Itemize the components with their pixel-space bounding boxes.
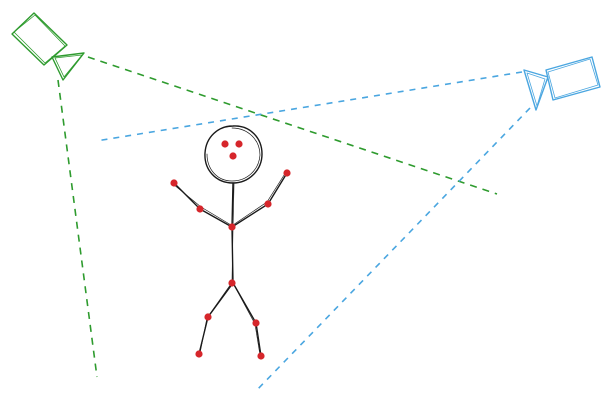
marker-eye-right (235, 140, 243, 148)
marker-left-foot (195, 350, 203, 358)
camera-left-icon (11, 12, 85, 81)
marker-right-knee (252, 319, 260, 327)
camera-right-fov-upper-ray (95, 71, 523, 142)
camera-left-fov-upper-ray (87, 56, 498, 195)
marker-left-knee (204, 313, 212, 321)
camera-right-fov-lower-ray (254, 107, 531, 393)
marker-right-foot (257, 352, 265, 360)
marker-right-hand (283, 169, 291, 177)
joint-markers (170, 140, 291, 360)
camera-left-fov-lower-ray (57, 79, 98, 378)
stick-figure (172, 125, 288, 357)
marker-pelvis (228, 279, 236, 287)
marker-eye-left (221, 140, 229, 148)
camera-right-icon (523, 56, 601, 111)
camera-right-fov (95, 71, 531, 393)
figure-right-arm (231, 172, 288, 228)
marker-chest (228, 223, 236, 231)
figure-left-leg (198, 282, 234, 355)
marker-right-elbow (264, 200, 272, 208)
camera-left-fov (57, 56, 498, 378)
marker-nose (229, 152, 237, 160)
marker-left-hand (170, 179, 178, 187)
marker-left-elbow (196, 205, 204, 213)
